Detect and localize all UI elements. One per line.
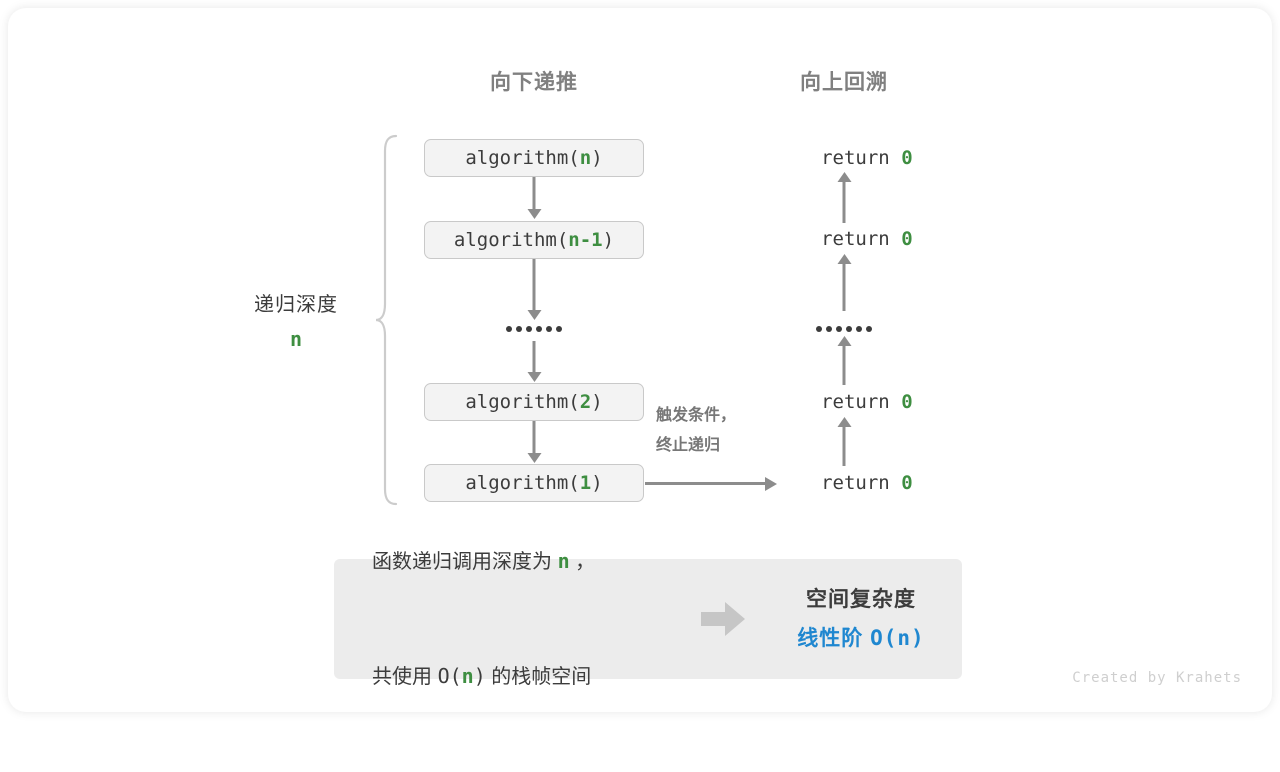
return-keyword: return: [821, 147, 902, 169]
summary-line-1-n: n: [557, 549, 570, 573]
summary-line-1-text-a: 函数递归调用深度为: [372, 551, 558, 573]
summary-line-1: 函数递归调用深度为 n ，: [372, 542, 686, 581]
call-box-n[interactable]: algorithm(n): [424, 139, 644, 177]
call-box-arg: 1: [579, 472, 592, 494]
call-box-arg: n: [579, 147, 592, 169]
call-box-n-minus-1[interactable]: algorithm(n-1): [424, 221, 644, 259]
return-keyword: return: [821, 472, 902, 494]
column-header-downward: 向下递推: [490, 71, 578, 94]
call-box-1[interactable]: algorithm(1): [424, 464, 644, 502]
summary-conclusion: 空间复杂度 线性阶 O(n): [760, 581, 962, 658]
return-value: 0: [901, 391, 913, 413]
summary-line-2-text-b: 的栈帧空间: [485, 666, 592, 688]
return-keyword: return: [821, 228, 902, 250]
recursion-depth-brace: [374, 134, 400, 511]
call-box-prefix: algorithm(: [453, 229, 569, 251]
arrow-down-icon-1: [532, 177, 536, 210]
return-value: 0: [901, 228, 913, 250]
return-statement-2: return 0: [775, 206, 913, 272]
space-complexity-title: 空间复杂度: [806, 587, 916, 611]
arrow-right-icon-base-case: [645, 482, 765, 485]
recursion-depth-text: 递归深度: [254, 294, 338, 316]
space-complexity-value: 线性阶 O(n): [760, 619, 962, 658]
arrow-down-icon-4: [532, 421, 536, 454]
space-complexity-order: 线性阶: [797, 626, 871, 650]
call-box-suffix: ): [591, 391, 603, 413]
return-value: 0: [901, 472, 913, 494]
summary-line-2-o: O(: [437, 664, 462, 688]
space-complexity-notation: O(n): [870, 625, 925, 650]
arrow-up-icon-2: [842, 263, 846, 311]
summary-description: 函数递归调用深度为 n ， 共使用 O(n) 的栈帧空间: [334, 466, 686, 772]
recursion-depth-label: 递归深度 n: [254, 288, 338, 351]
summary-line-2: 共使用 O(n) 的栈帧空间: [372, 657, 686, 696]
terminate-condition-label: 触发条件， 终止递归: [656, 401, 736, 461]
summary-panel: 函数递归调用深度为 n ， 共使用 O(n) 的栈帧空间 空间复杂度 线性阶 O…: [334, 549, 962, 688]
return-column-ellipsis: [816, 326, 872, 332]
return-statement-4: return 0: [775, 450, 913, 516]
arrow-down-icon-2: [532, 259, 536, 311]
call-box-arg: 2: [579, 391, 592, 413]
call-box-suffix: ): [602, 229, 615, 251]
arrow-down-icon-3: [532, 341, 536, 373]
column-header-upward: 向上回溯: [800, 71, 888, 94]
call-box-prefix: algorithm(: [465, 472, 580, 494]
arrow-up-icon-1: [842, 181, 846, 223]
call-box-suffix: ): [591, 472, 603, 494]
return-value: 0: [901, 147, 913, 169]
return-statement-1: return 0: [775, 125, 913, 191]
recursion-depth-value: n: [289, 327, 303, 351]
call-box-2[interactable]: algorithm(2): [424, 383, 644, 421]
return-statement-3: return 0: [775, 369, 913, 435]
arrow-up-icon-3: [842, 345, 846, 385]
terminate-condition-line-2: 终止递归: [656, 437, 721, 454]
terminate-condition-line-1: 触发条件，: [656, 407, 737, 424]
summary-line-2-text-a: 共使用: [372, 666, 438, 688]
call-box-arg: n-1: [568, 229, 603, 251]
arrow-up-icon-4: [842, 426, 846, 466]
call-stack-ellipsis: [506, 326, 562, 332]
call-box-prefix: algorithm(: [465, 147, 580, 169]
right-arrow-icon: [686, 602, 760, 636]
return-keyword: return: [821, 391, 902, 413]
call-box-prefix: algorithm(: [465, 391, 580, 413]
credit-text: Created by Krahets: [1072, 670, 1242, 686]
call-box-suffix: ): [591, 147, 603, 169]
summary-line-1-text-b: ，: [569, 551, 596, 573]
summary-line-2-close: ): [473, 664, 486, 688]
figure-canvas: 向下递推 向上回溯 递归深度 n algorithm(n) algorithm(…: [8, 8, 1272, 712]
summary-line-2-n: n: [461, 664, 474, 688]
